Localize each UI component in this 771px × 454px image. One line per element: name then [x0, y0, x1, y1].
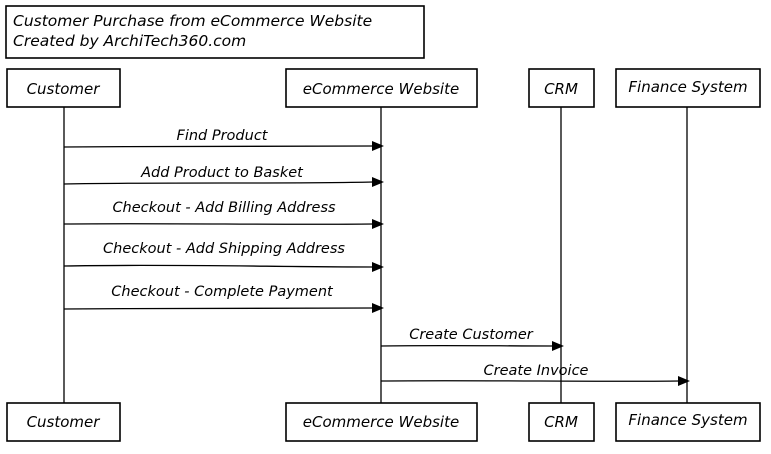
message-arrow	[63, 181, 374, 185]
message-label: Create Customer	[409, 327, 534, 343]
message-arrow	[63, 307, 374, 310]
participant-bottom-crm: CRM	[528, 402, 595, 442]
participant-label: CRM	[544, 80, 578, 98]
message-complete-payment: Checkout - Complete Payment	[63, 284, 384, 313]
participant-top-crm: CRM	[528, 68, 595, 108]
message-arrow	[63, 264, 374, 268]
arrowhead	[552, 341, 564, 351]
message-arrow	[63, 145, 374, 148]
message-label: Add Product to Basket	[140, 165, 304, 181]
participant-bottom-finance: Finance System	[615, 402, 761, 442]
message-billing-address: Checkout - Add Billing Address	[63, 200, 384, 229]
arrowhead	[372, 262, 384, 272]
message-arrow	[380, 380, 680, 382]
participants-top: Customer eCommerce Website CRM Finance S…	[6, 68, 761, 108]
participant-label: CRM	[544, 413, 578, 431]
participant-bottom-customer: Customer	[6, 402, 121, 442]
arrowhead	[372, 219, 384, 229]
message-create-invoice: Create Invoice	[380, 363, 690, 386]
title-line-1: Customer Purchase from eCommerce Website	[13, 12, 372, 30]
participant-top-finance: Finance System	[615, 68, 761, 108]
message-label: Create Invoice	[484, 363, 589, 379]
participant-top-customer: Customer	[6, 68, 121, 108]
arrowhead	[372, 141, 384, 151]
message-find-product: Find Product	[63, 128, 384, 151]
participant-top-ecommerce: eCommerce Website	[285, 68, 478, 108]
lifelines	[63, 107, 688, 403]
participant-bottom-ecommerce: eCommerce Website	[285, 402, 478, 442]
message-create-customer: Create Customer	[380, 327, 564, 351]
participant-label: eCommerce Website	[303, 413, 459, 431]
arrowhead	[678, 376, 690, 386]
message-label: Find Product	[176, 128, 268, 144]
participant-label: Finance System	[628, 411, 747, 429]
participant-label: Customer	[27, 413, 101, 431]
message-shipping-address: Checkout - Add Shipping Address	[63, 241, 384, 272]
arrowhead	[372, 303, 384, 313]
message-label: Checkout - Add Billing Address	[112, 200, 336, 216]
message-arrow	[63, 223, 374, 225]
participant-label: Customer	[27, 80, 101, 98]
arrowhead	[372, 177, 384, 187]
message-label: Checkout - Complete Payment	[111, 284, 334, 300]
participant-label: eCommerce Website	[303, 80, 459, 98]
participants-bottom: Customer eCommerce Website CRM Finance S…	[6, 402, 761, 442]
message-add-to-basket: Add Product to Basket	[63, 165, 384, 187]
message-label: Checkout - Add Shipping Address	[103, 241, 345, 257]
title-line-2: Created by ArchiTech360.com	[13, 32, 246, 50]
participant-label: Finance System	[628, 78, 747, 96]
title-box	[5, 5, 425, 59]
messages: Find Product Add Product to Basket Check…	[63, 128, 690, 386]
title-note: Customer Purchase from eCommerce Website…	[5, 5, 425, 59]
